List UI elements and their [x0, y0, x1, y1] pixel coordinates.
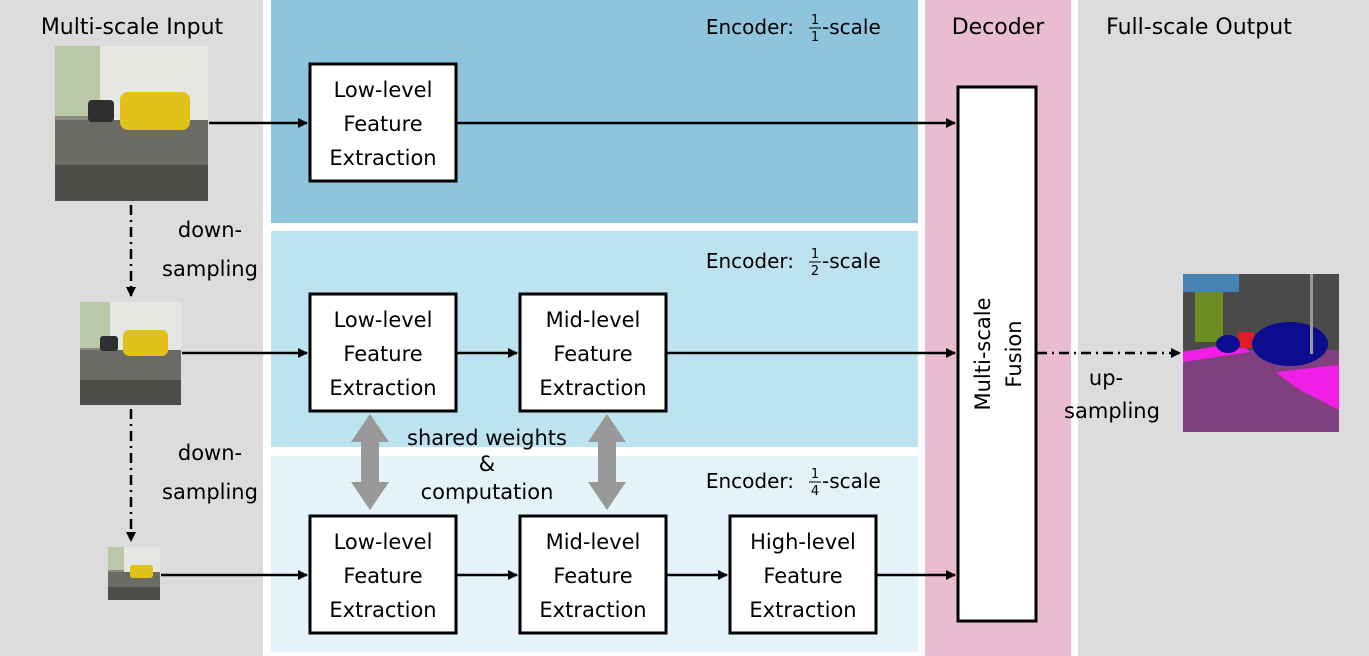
encoder-2-fraction-numerator: 1: [811, 247, 819, 262]
encoder-3-prefix: Encoder:: [706, 469, 794, 493]
svg-text:up-: up-: [1089, 366, 1123, 390]
encoder-2-fraction-denominator: 2: [811, 264, 819, 279]
svg-text:computation: computation: [421, 480, 554, 504]
svg-text:Extraction: Extraction: [329, 146, 436, 170]
svg-text:Fusion: Fusion: [1002, 320, 1026, 387]
output-column-title: Full-scale Output: [1106, 15, 1292, 40]
svg-text:Extraction: Extraction: [539, 376, 646, 400]
shared-weights-arrow-low: [351, 414, 389, 510]
encoder-1-scale-label: Encoder: 1 1 -scale: [706, 13, 881, 45]
svg-text:down-: down-: [178, 218, 242, 242]
multi-scale-fusion-block: Multi-scale Fusion: [956, 85, 1038, 623]
shared-weights-label: shared weights & computation: [407, 426, 567, 504]
encoder-2-scale-label: Encoder: 1 2 -scale: [706, 247, 881, 279]
downsampling-label-1: down- sampling: [162, 218, 258, 281]
encoder-2-prefix: Encoder:: [706, 249, 794, 273]
input-image-full-scale: [55, 46, 208, 201]
svg-text:Feature: Feature: [343, 112, 422, 136]
svg-text:sampling: sampling: [162, 257, 258, 281]
encoder-2-suffix: -scale: [822, 249, 881, 273]
output-segmentation-image: [1183, 274, 1339, 432]
svg-text:shared weights: shared weights: [407, 426, 567, 450]
upsampling-label: up- sampling: [1064, 366, 1160, 423]
shared-weights-arrow-mid: [588, 414, 626, 510]
row3-high-level-block: High-level Feature Extraction: [728, 514, 878, 635]
svg-text:down-: down-: [178, 441, 242, 465]
row3-low-level-block: Low-level Feature Extraction: [308, 514, 458, 635]
svg-text:sampling: sampling: [162, 480, 258, 504]
decoder-column-title: Decoder: [952, 15, 1046, 40]
svg-text:Extraction: Extraction: [749, 598, 856, 622]
svg-text:Extraction: Extraction: [539, 598, 646, 622]
encoder-3-suffix: -scale: [822, 469, 881, 493]
svg-text:Extraction: Extraction: [329, 598, 436, 622]
svg-text:Feature: Feature: [553, 564, 632, 588]
input-image-quarter-scale: [108, 547, 160, 600]
svg-text:High-level: High-level: [750, 530, 856, 554]
input-column-title: Multi-scale Input: [41, 15, 224, 40]
encoder-3-scale-label: Encoder: 1 4 -scale: [706, 467, 881, 499]
svg-text:Multi-scale: Multi-scale: [971, 297, 995, 410]
row2-low-level-block: Low-level Feature Extraction: [308, 292, 458, 413]
svg-text:Low-level: Low-level: [334, 78, 433, 102]
svg-text:Low-level: Low-level: [334, 308, 433, 332]
svg-text:Feature: Feature: [343, 564, 422, 588]
svg-text:Feature: Feature: [343, 342, 422, 366]
svg-text:Feature: Feature: [763, 564, 842, 588]
svg-text:Feature: Feature: [553, 342, 632, 366]
svg-text:Mid-level: Mid-level: [546, 308, 641, 332]
encoder-1-fraction-denominator: 1: [811, 30, 819, 45]
svg-text:Mid-level: Mid-level: [546, 530, 641, 554]
input-image-half-scale: [80, 302, 181, 405]
downsampling-label-2: down- sampling: [162, 441, 258, 504]
encoder-1-suffix: -scale: [822, 15, 881, 39]
row3-mid-level-block: Mid-level Feature Extraction: [518, 514, 668, 635]
encoder-3-fraction-numerator: 1: [811, 467, 819, 482]
svg-text:&: &: [479, 452, 495, 476]
encoder-1-prefix: Encoder:: [706, 15, 794, 39]
svg-text:Low-level: Low-level: [334, 530, 433, 554]
encoder-1-fraction-numerator: 1: [811, 13, 819, 28]
row2-mid-level-block: Mid-level Feature Extraction: [518, 292, 668, 413]
svg-text:sampling: sampling: [1064, 399, 1160, 423]
encoder-3-fraction-denominator: 4: [811, 484, 819, 499]
row1-low-level-block: Low-level Feature Extraction: [308, 62, 458, 183]
svg-text:Extraction: Extraction: [329, 376, 436, 400]
